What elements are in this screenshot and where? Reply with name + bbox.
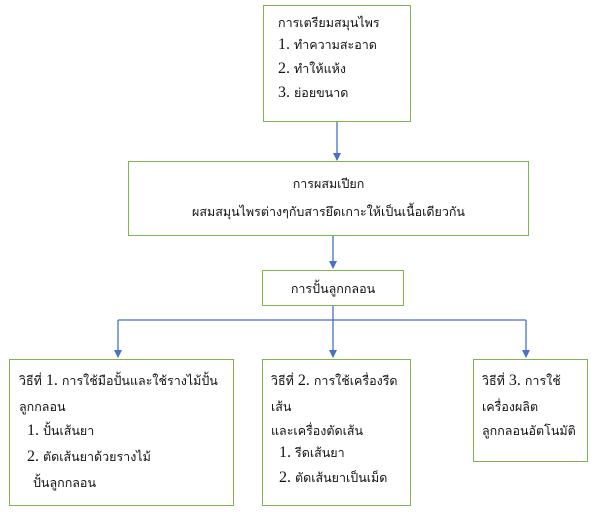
method1-title: วิธีที่ 1. การใช้มือปั้นและใช้รางไม้ปั้น [19,371,233,391]
method1-step-2-cont: ปั้นลูกกลอน [33,474,96,490]
method1-step-1-text: ปั้นเส้นยา [42,422,95,438]
prep-step-3: 3. ย่อยขนาด [278,83,410,103]
method2-step-1: 1. รีดเส้นยา [271,443,410,463]
method1-prefix: วิธีที่ [19,373,42,388]
method1-num: 1. [45,372,58,389]
method2-title: วิธีที่ 2. การใช้เครื่องรีด [271,371,410,391]
method2-num: 2. [297,372,310,389]
method1-step-2-num: 2. [27,447,39,465]
prep-step-1-text: ทำความสะอาด [293,36,377,52]
method1-box: วิธีที่ 1. การใช้มือปั้นและใช้รางไม้ปั้น… [9,359,234,506]
method3-box: วิธีที่ 3. การใช้ เครื่องผลิต ลูกกลอนอัต… [473,359,588,462]
prep-step-2: 2. ทำให้แห้ง [278,59,410,79]
method1-title-cont: ลูกกลอน [19,399,66,414]
mix-title: การผสมเปียก [292,176,365,191]
prep-step-2-text: ทำให้แห้ง [293,60,346,76]
method2-title-cont1: เส้น [271,399,292,414]
method1-title-rest: การใช้มือปั้นและใช้รางไม้ปั้น [61,373,218,388]
method2-step-1-text: รีดเส้นยา [294,445,345,461]
prep-box: การเตรียมสมุนไพร 1. ทำความสะอาด 2. ทำให้… [263,5,411,122]
roll-box: การปั้นลูกกลอน [262,270,404,306]
method1-step-1: 1. ปั้นเส้นยา [19,421,233,441]
method1-step-1-num: 1. [27,421,39,439]
method2-step-2-text: ตัดเส้นยาเป็นเม็ด [294,470,388,486]
mix-box: การผสมเปียก ผสมสมุนไพรต่างๆกับสารยึดเกาะ… [128,161,529,236]
prep-step-3-text: ย่อยขนาด [293,84,349,100]
prep-step-1: 1. ทำความสะอาด [278,35,410,55]
method1-step-2-text: ตัดเส้นยาด้วยรางไม้ [42,448,151,464]
method3-prefix: วิธีที่ [482,373,505,388]
method2-step-1-num: 1. [279,444,291,462]
prep-step-1-num: 1. [278,35,290,53]
method3-title-cont2: ลูกกลอนอัตโนมัติ [482,422,576,438]
method2-box: วิธีที่ 2. การใช้เครื่องรีด เส้น และเครื… [262,359,411,506]
method2-title-rest: การใช้เครื่องรีด [313,373,398,388]
method3-title: วิธีที่ 3. การใช้ [482,371,587,391]
method2-step-2-num: 2. [279,469,291,487]
method1-step-2: 2. ตัดเส้นยาด้วยรางไม้ [19,447,233,467]
mix-desc: ผสมสมุนไพรต่างๆกับสารยึดเกาะให้เป็นเนื้อ… [192,203,465,219]
method3-title-rest: การใช้ [524,373,561,388]
method2-step-2: 2. ตัดเส้นยาเป็นเม็ด [271,468,410,488]
prep-step-2-num: 2. [278,59,290,77]
method2-prefix: วิธีที่ [271,373,294,388]
roll-title: การปั้นลูกกลอน [290,281,376,296]
method2-title-cont2: และเครื่องตัดเส้น [271,422,364,438]
prep-step-3-num: 3. [278,83,290,101]
method3-num: 3. [508,372,521,389]
method3-title-cont1: เครื่องผลิต [482,399,539,414]
prep-title: การเตรียมสมุนไพร [278,15,380,30]
